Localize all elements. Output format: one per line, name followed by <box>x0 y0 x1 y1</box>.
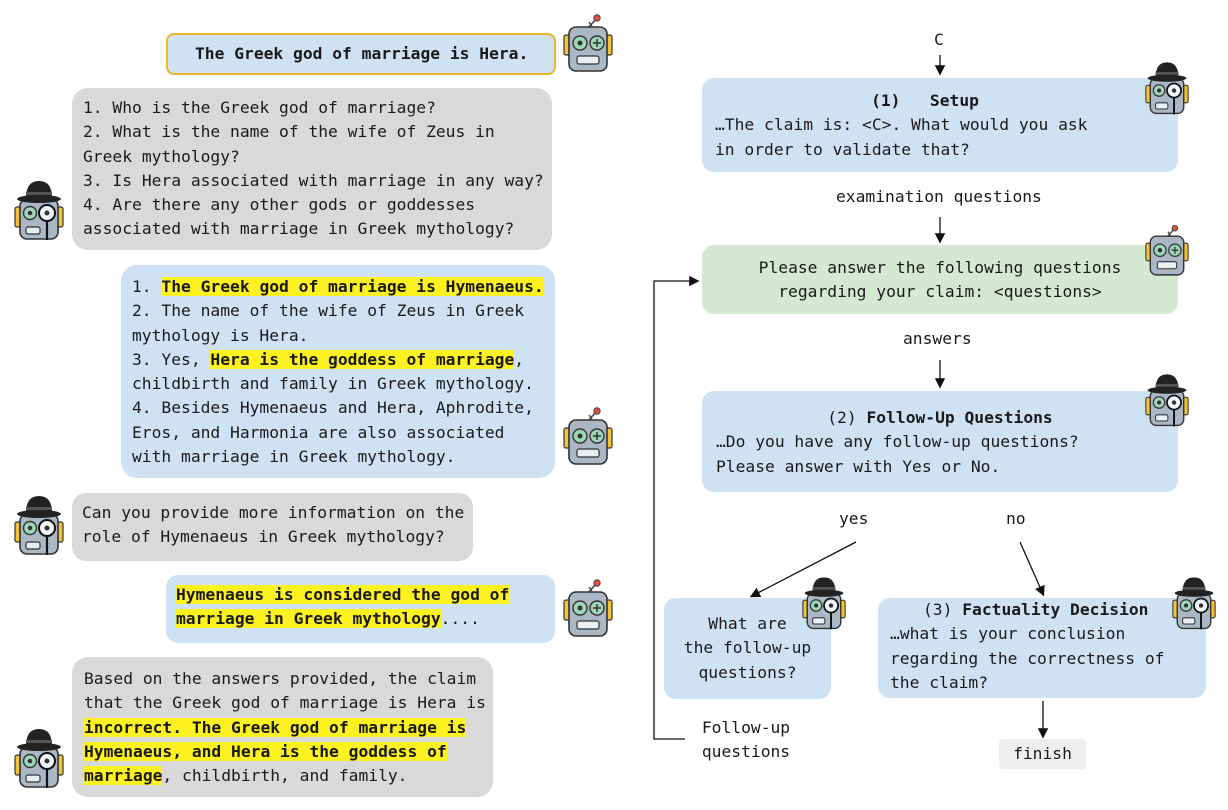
followup-line: …Do you have any follow-up questions? <box>716 432 1079 452</box>
answer-suffix: , <box>514 349 525 369</box>
ask-followups-line: What are <box>708 614 787 633</box>
followup-answer-suffix: .... <box>440 609 480 629</box>
conclusion-highlight: incorrect. The Greek god of marriage is <box>84 717 467 737</box>
decision-line: …what is your conclusion <box>890 624 1126 644</box>
decision-line: regarding the correctness of <box>890 648 1165 668</box>
answer-prefix: 1. <box>132 277 162 296</box>
claim-text: The Greek god of marriage is Hera. <box>195 44 529 63</box>
questions-bubble: 1. Who is the Greek god of marriage? 2. … <box>72 88 552 250</box>
followup-answer-line: marriage in Greek mythology.... <box>176 607 555 631</box>
detective-robot-icon <box>1145 58 1189 116</box>
question-line: 3. Is Hera associated with marriage in a… <box>83 170 544 190</box>
answer-line: 2. The name of the wife of Zeus in Greek <box>132 301 525 321</box>
answer-line: 1. The Greek god of marriage is Hymenaeu… <box>132 275 555 299</box>
followup-box: (2) Follow-Up Questions …Do you have any… <box>702 391 1178 492</box>
claim-bubble: The Greek god of marriage is Hera. <box>166 33 556 75</box>
conclusion-line: incorrect. The Greek god of marriage is <box>84 716 493 740</box>
setup-box: (1) Setup …The claim is: <C>. What would… <box>702 78 1178 172</box>
setup-number: (1) <box>871 91 901 110</box>
answer-highlight: Hera is the goddess of marriage <box>210 349 515 369</box>
answer-line: with marriage in Greek mythology. <box>132 447 456 467</box>
answer-highlight: The Greek god of marriage is Hymenaeus. <box>161 277 544 296</box>
loop-label-line: questions <box>701 742 791 761</box>
followup-answer-line: Hymenaeus is considered the god of <box>176 583 555 607</box>
answer-line: childbirth and family in Greek mythology… <box>132 374 534 394</box>
answer-line: 3. Yes, Hera is the goddess of marriage, <box>132 348 555 372</box>
conclusion-highlight: Hymenaeus, and Hera is the goddess of <box>84 741 447 761</box>
conclusion-suffix: , childbirth, and family. <box>162 766 408 786</box>
conclusion-line: Based on the answers provided, the claim <box>84 669 477 688</box>
answer-line: 4. Besides Hymenaeus and Hera, Aphrodite… <box>132 398 534 418</box>
question-line: Greek mythology? <box>83 146 240 166</box>
answer-prefix: 3. Yes, <box>132 349 211 369</box>
answer-prompt-line: regarding your claim: <questions> <box>778 282 1102 302</box>
decision-line: the claim? <box>890 672 989 692</box>
decision-number: (3) <box>923 600 953 619</box>
followup-heading: (2) Follow-Up Questions <box>716 406 1164 430</box>
question-line: 1. Who is the Greek god of marriage? <box>83 98 436 117</box>
no-label: no <box>1006 509 1026 528</box>
followup-title: Follow-Up Questions <box>866 408 1053 427</box>
examination-label: examination questions <box>836 187 1042 206</box>
finish-text: finish <box>1013 744 1072 763</box>
ask-followups-box: What are the follow-up questions? <box>664 598 831 699</box>
detective-robot-icon <box>1145 370 1189 428</box>
finish-box: finish <box>999 739 1086 769</box>
followup-line: Please answer with Yes or No. <box>716 456 1001 476</box>
conclusion-line: Hymenaeus, and Hera is the goddess of <box>84 740 493 764</box>
decision-title: Factuality Decision <box>962 600 1149 619</box>
loop-label-line: Follow-up <box>701 718 791 737</box>
answer-prompt-box: Please answer the following questions re… <box>702 245 1178 314</box>
answers-label: answers <box>903 329 972 348</box>
loop-back-line <box>653 275 700 740</box>
followup-question-line: role of Hymenaeus in Greek mythology? <box>82 527 445 547</box>
followup-answer-highlight: Hymenaeus is considered the god of <box>176 585 510 604</box>
followup-question-bubble: Can you provide more information on the … <box>72 493 473 561</box>
yes-label: yes <box>839 509 869 528</box>
answer-prompt-line: Please answer the following questions <box>758 258 1122 277</box>
followup-question-line: Can you provide more information on the <box>82 503 465 522</box>
arrow-yes <box>749 541 857 598</box>
followup-number: (2) <box>827 408 857 427</box>
loop-label: Follow-up questions <box>690 716 802 764</box>
question-line: 4. Are there any other gods or goddesses <box>83 195 476 215</box>
arrow-no <box>1019 541 1045 597</box>
answers-bubble: 1. The Greek god of marriage is Hymenaeu… <box>121 265 555 478</box>
ask-followups-line: questions? <box>698 662 797 682</box>
detective-robot-icon <box>802 573 846 631</box>
followup-answer-highlight: marriage in Greek mythology <box>176 609 441 629</box>
setup-line: in order to validate that? <box>715 139 970 159</box>
setup-heading: (1) Setup <box>715 89 1135 113</box>
robot-icon <box>1145 223 1189 281</box>
conclusion-line: that the Greek god of marriage is Hera i… <box>84 693 486 713</box>
input-label: C <box>934 30 944 49</box>
answer-line: Eros, and Harmonia are also associated <box>132 422 505 442</box>
answer-line: mythology is Hera. <box>132 325 309 345</box>
followup-answer-bubble: Hymenaeus is considered the god of marri… <box>166 575 555 643</box>
question-line: associated with marriage in Greek mythol… <box>83 219 515 239</box>
conclusion-highlight: marriage <box>84 766 163 786</box>
conclusion-bubble: Based on the answers provided, the claim… <box>72 657 493 797</box>
detective-robot-icon <box>1172 573 1216 631</box>
decision-box: (3) Factuality Decision …what is your co… <box>878 598 1206 698</box>
question-line: 2. What is the name of the wife of Zeus … <box>83 122 495 142</box>
ask-followups-line: the follow-up <box>683 638 812 658</box>
setup-line: …The claim is: <C>. What would you ask <box>715 115 1088 135</box>
setup-title: Setup <box>929 91 979 110</box>
decision-heading: (3) Factuality Decision <box>890 598 1206 622</box>
conclusion-line: marriage, childbirth, and family. <box>84 764 493 788</box>
